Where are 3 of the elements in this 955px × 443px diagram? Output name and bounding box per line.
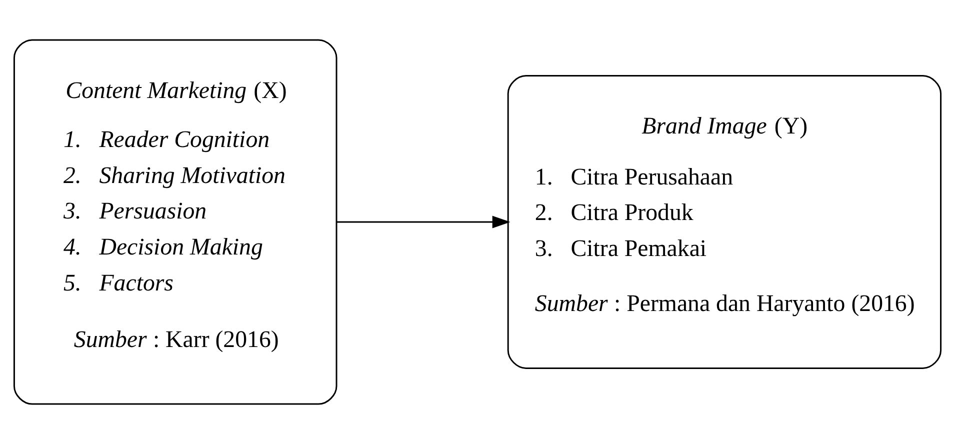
arrow (337, 215, 510, 228)
node-box: Brand Image (Y) 1. Citra Perusahaan 2. Citra Produk 3. Citra Pemakai Sumber : Permana dan Haryanto (2016) (507, 74, 942, 368)
node-box: Content Marketing (X) 1. Reader Cognition 2. Sharing Motivation 3. Persuasion 4. Decision Making 5. Factors Sumber : Karr (2016) (13, 38, 338, 404)
